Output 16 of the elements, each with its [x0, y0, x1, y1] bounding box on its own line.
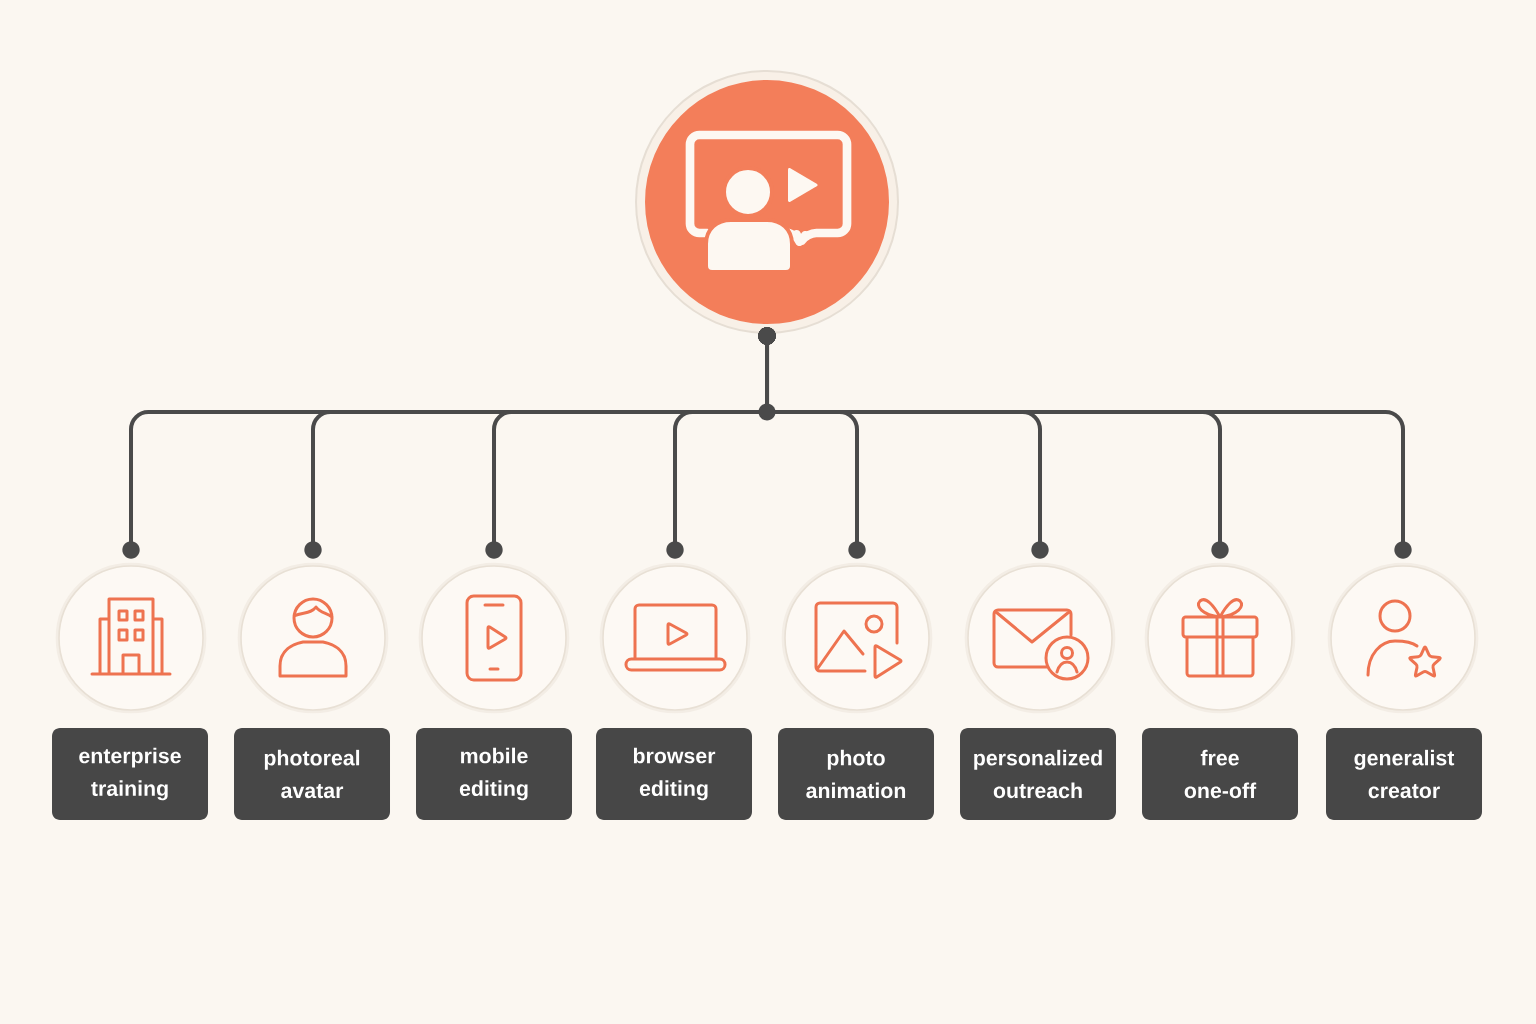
label-box: generalist creator — [1326, 728, 1482, 820]
icon-circle — [1327, 562, 1479, 714]
label-box: personalized outreach — [960, 728, 1116, 820]
icon-circle — [418, 562, 570, 714]
icon-circle — [599, 562, 751, 714]
label-box: free one-off — [1142, 728, 1298, 820]
label-box: photoreal avatar — [234, 728, 390, 820]
icon-circle — [237, 562, 389, 714]
icon-circle — [55, 562, 207, 714]
label-box: browser editing — [596, 728, 752, 820]
label-box: enterprise training — [52, 728, 208, 820]
label-box: photo animation — [778, 728, 934, 820]
icon-circle — [1144, 562, 1296, 714]
label-box: mobile editing — [416, 728, 572, 820]
icon-circle — [781, 562, 933, 714]
icon-circle — [964, 562, 1116, 714]
